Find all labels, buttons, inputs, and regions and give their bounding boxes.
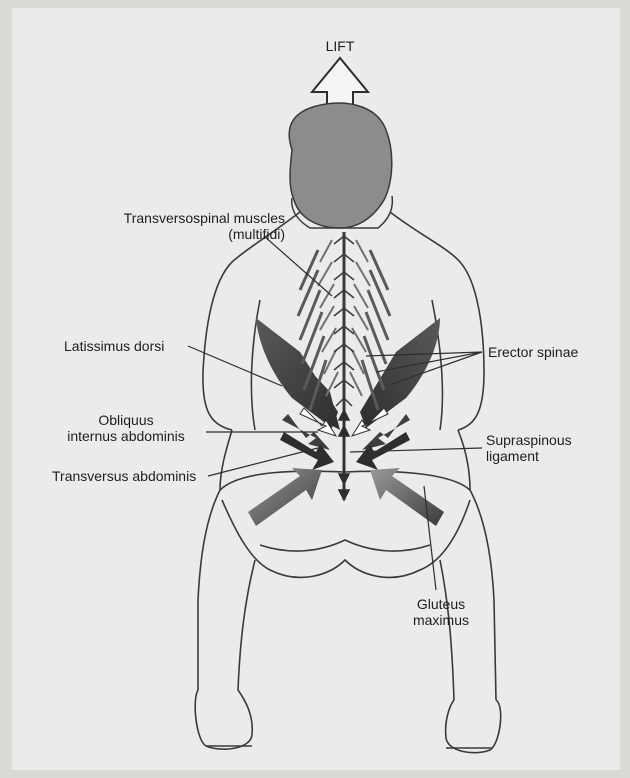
transversus-label: Transversus abdominis — [52, 468, 196, 484]
obliquus-label-line1: Obliquus — [56, 412, 196, 428]
erector-label: Erector spinae — [488, 344, 578, 360]
latissimus-label: Latissimus dorsi — [64, 338, 164, 354]
gluteus-label-line2: maximus — [396, 612, 486, 628]
gluteus-label-line1: Gluteus — [396, 596, 486, 612]
obliquus-label-line2: internus abdominis — [56, 428, 196, 444]
transversospinal-label-line2: (multifidi) — [40, 226, 285, 242]
supraspinous-label-line2: ligament — [486, 448, 539, 464]
head — [289, 103, 392, 228]
transversospinal-label-line1: Transversospinal muscles — [40, 210, 285, 226]
supraspinous-label-line1: Supraspinous — [486, 432, 572, 448]
lift-label: LIFT — [318, 38, 362, 54]
